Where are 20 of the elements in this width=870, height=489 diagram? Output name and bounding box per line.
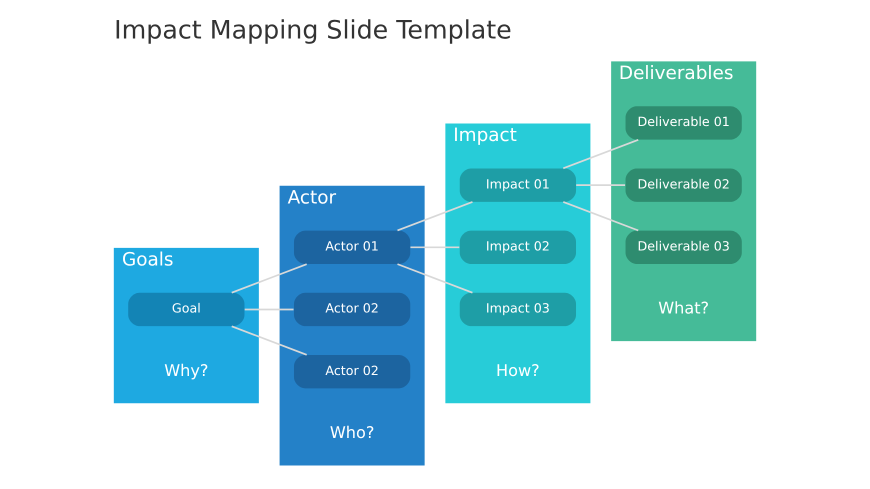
connector bbox=[231, 324, 307, 356]
connector bbox=[562, 138, 639, 169]
node-box: Impact 01 bbox=[460, 168, 576, 202]
connector bbox=[231, 262, 307, 293]
node-box: Goal bbox=[128, 292, 244, 326]
diagram-title: Impact Mapping Slide Template bbox=[114, 14, 512, 44]
node-box: Deliverable 02 bbox=[626, 168, 742, 202]
node-box: Impact 02 bbox=[460, 230, 576, 264]
node-box: Actor 02 bbox=[294, 292, 410, 326]
node-box: Deliverable 01 bbox=[626, 106, 742, 140]
connector bbox=[397, 262, 473, 293]
connector bbox=[576, 184, 626, 186]
connector bbox=[397, 200, 473, 231]
node-box: Impact 03 bbox=[460, 292, 576, 326]
connector bbox=[562, 200, 639, 231]
node-box: Actor 02 bbox=[294, 354, 410, 388]
node-box: Actor 01 bbox=[294, 230, 410, 264]
node-box: Deliverable 03 bbox=[626, 230, 742, 264]
connector bbox=[244, 308, 294, 310]
connector bbox=[410, 246, 460, 248]
